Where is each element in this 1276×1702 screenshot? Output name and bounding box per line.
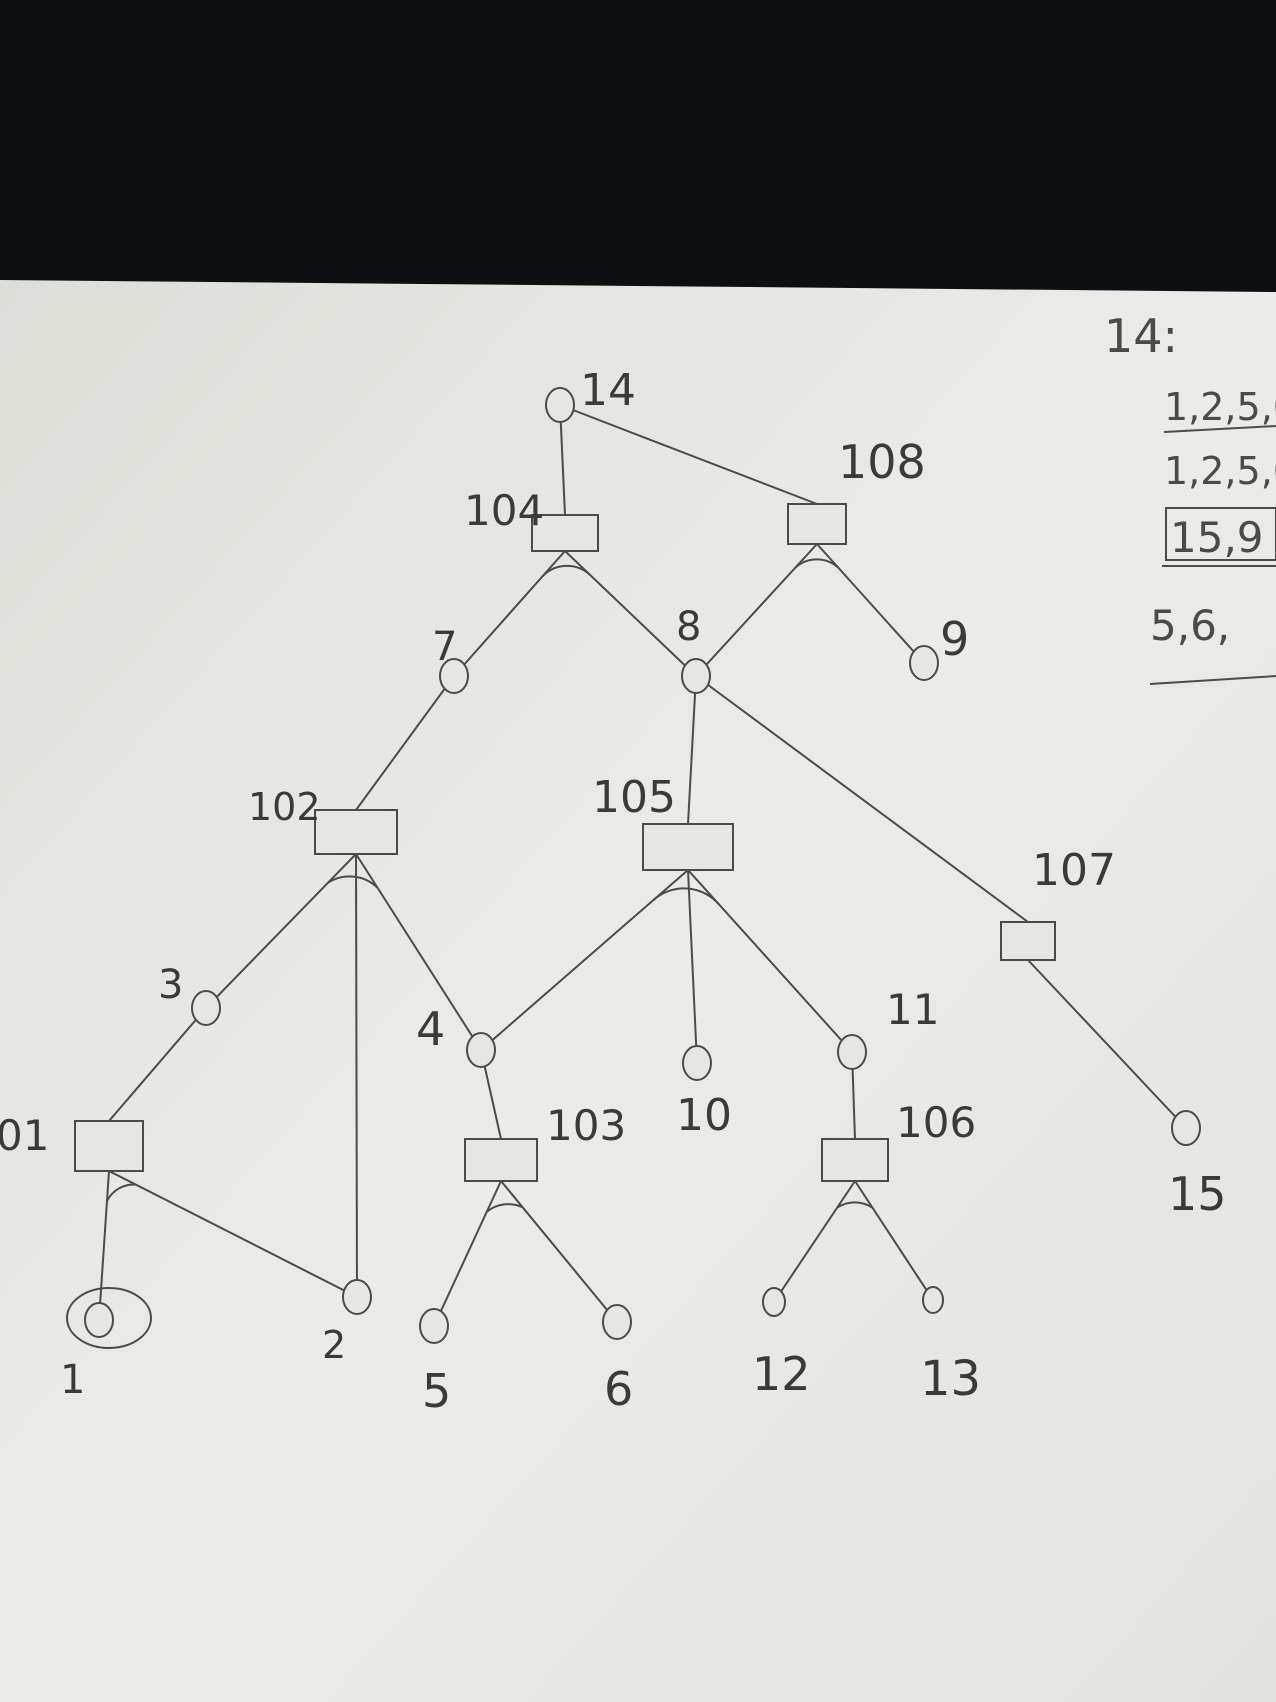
side-note-line-1: 1,2,5,6 [1164, 385, 1276, 429]
or-node-13 [922, 1286, 944, 1314]
or-node-6 [602, 1304, 632, 1340]
side-notes: 14: 1,2,5,6 1,2,5,6 15,9 5,6, [1104, 309, 1276, 685]
edge-102-2 [355, 853, 358, 1298]
edge-105-10 [687, 869, 698, 1064]
and-node-label-105: 105 [592, 772, 676, 823]
side-note-header: 14: [1104, 309, 1178, 363]
and-node-106 [821, 1138, 889, 1182]
and-node-101 [74, 1120, 144, 1172]
or-node-14 [545, 387, 575, 423]
edge-107-15 [1027, 959, 1187, 1129]
edge-7-102 [355, 675, 455, 811]
or-node-9 [909, 645, 939, 681]
and-arc-108 [794, 558, 840, 569]
and-arc-106 [836, 1201, 874, 1209]
and-arc-105 [652, 887, 720, 905]
or-node-11 [837, 1034, 867, 1070]
or-node-label-4: 4 [416, 1002, 445, 1056]
or-node-8 [681, 658, 711, 694]
or-node-label-8: 8 [676, 604, 701, 650]
and-arc-104 [541, 564, 591, 578]
edge-14-108 [559, 404, 818, 505]
edge-8-107 [695, 675, 1029, 923]
or-node-label-3: 3 [158, 962, 183, 1008]
or-node-2 [342, 1279, 372, 1315]
and-node-label-106: 106 [896, 1098, 976, 1147]
side-note-rule [1149, 675, 1276, 685]
or-node-4 [466, 1032, 496, 1068]
or-node-label-15: 15 [1168, 1167, 1227, 1221]
edge-14-104 [559, 404, 566, 516]
or-node-label-10: 10 [676, 1090, 732, 1141]
and-node-102 [314, 809, 398, 855]
or-node-12 [762, 1287, 786, 1317]
or-node-label-9: 9 [940, 612, 969, 666]
or-node-7 [439, 658, 469, 694]
or-node-3 [191, 990, 221, 1026]
edge-103-6 [500, 1180, 618, 1323]
or-node-label-5: 5 [422, 1364, 451, 1418]
edge-103-5 [433, 1180, 502, 1327]
or-node-label-14: 14 [580, 365, 636, 416]
and-arc-103 [486, 1203, 524, 1213]
and-node-107 [1000, 921, 1056, 961]
side-note-box [1165, 507, 1276, 561]
side-note-line-3: 15,9 [1170, 513, 1264, 562]
and-arc-101 [106, 1183, 136, 1202]
or-node-5 [419, 1308, 449, 1344]
and-node-label-102: 102 [248, 785, 321, 829]
and-node-label-101: 01 [0, 1111, 49, 1160]
or-node-10 [682, 1045, 712, 1081]
solved-node-circle [66, 1287, 152, 1349]
edge-3-101 [108, 1007, 207, 1122]
and-node-105 [642, 823, 734, 871]
side-note-rule [1163, 425, 1276, 433]
edge-106-13 [854, 1180, 934, 1301]
edge-106-12 [773, 1180, 856, 1303]
or-node-label-2: 2 [322, 1323, 346, 1367]
side-note-line-4: 5,6, [1150, 601, 1230, 650]
side-note-line-2: 1,2,5,6 [1164, 449, 1276, 493]
or-node-15 [1171, 1110, 1201, 1146]
and-node-label-108: 108 [838, 435, 926, 489]
edge-101-2 [108, 1170, 358, 1298]
edge-102-3 [205, 853, 357, 1009]
and-arc-102 [327, 875, 379, 889]
or-node-label-12: 12 [752, 1347, 811, 1401]
edge-101-1 [98, 1170, 110, 1321]
or-node-label-6: 6 [604, 1362, 633, 1416]
or-node-label-13: 13 [920, 1351, 981, 1407]
or-node-label-11: 11 [886, 985, 939, 1034]
and-node-104 [531, 514, 599, 552]
edge-8-105 [687, 675, 697, 825]
or-node-1 [84, 1302, 114, 1338]
and-arcs [106, 558, 874, 1213]
and-node-label-104: 104 [464, 486, 544, 535]
or-node-label-1: 1 [60, 1357, 85, 1403]
and-node-108 [787, 503, 847, 545]
or-node-label-7: 7 [432, 624, 457, 670]
and-node-label-107: 107 [1032, 845, 1116, 896]
and-node-label-103: 103 [546, 1101, 626, 1150]
paper-sheet [0, 280, 1276, 1702]
and-node-103 [464, 1138, 538, 1182]
